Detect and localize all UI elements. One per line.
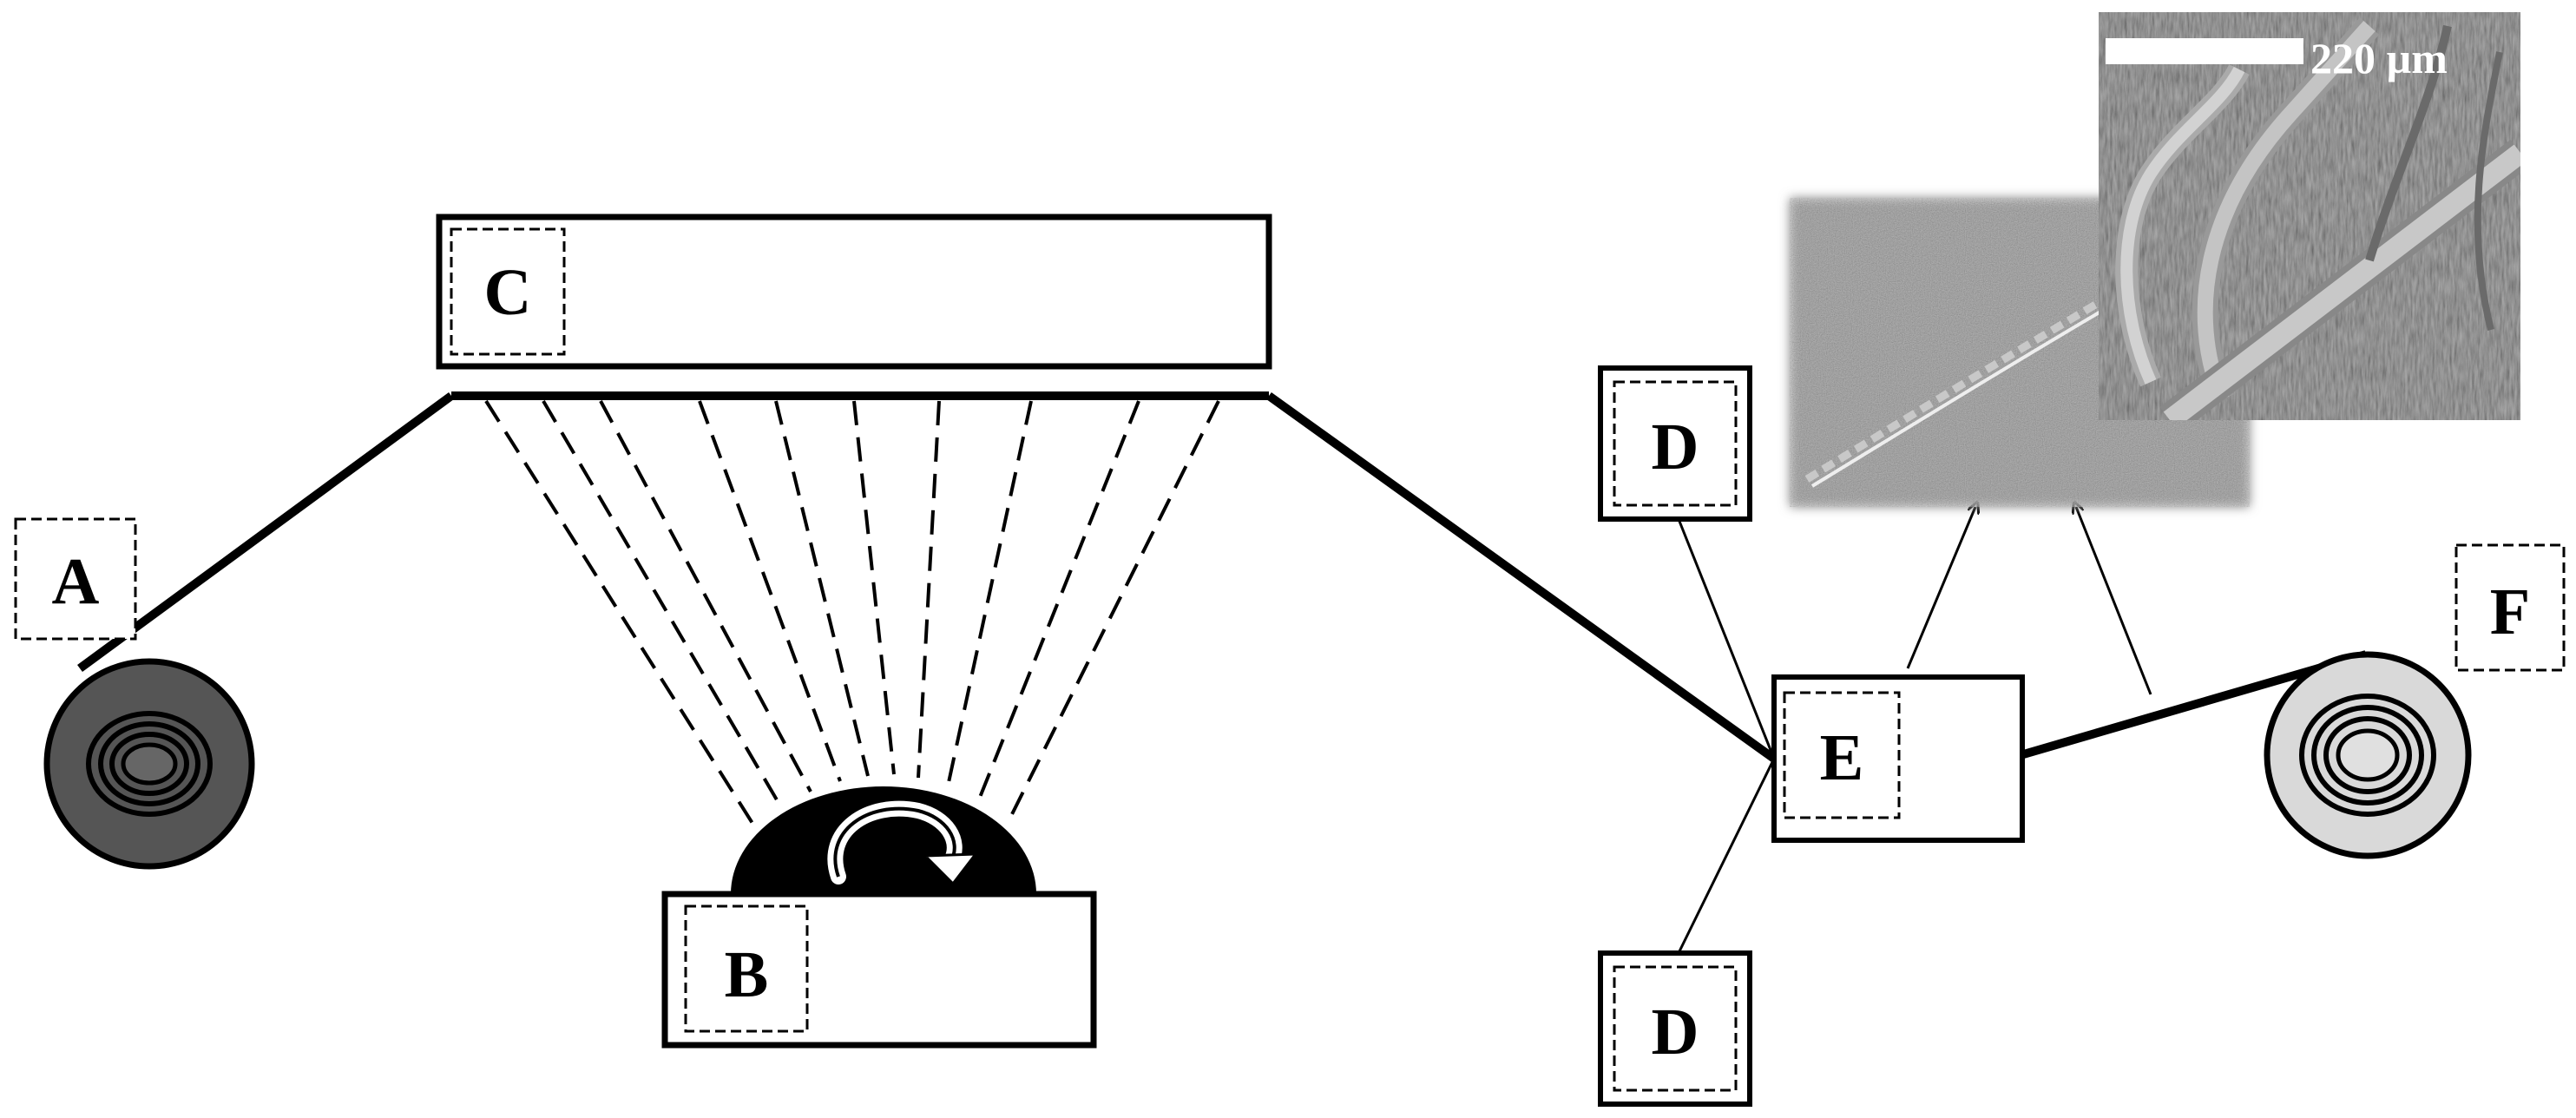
label-d-top: D [1652,411,1699,483]
label-box-d-bottom: D [1598,950,1752,1107]
electrospinning-jets [484,399,1220,826]
leader-lines [1677,518,1776,954]
supply-spool [43,658,255,870]
twisting-unit-e: E [1771,674,2025,843]
label-d-bottom: D [1652,996,1699,1069]
takeup-spool [2264,651,2472,859]
collector-c: C [436,214,1272,370]
sem-micrograph-inset: 220 µm [2099,12,2520,420]
scale-bar-label: 220 µm [2310,34,2448,82]
label-f: F [2490,575,2530,648]
label-a: A [52,545,100,618]
scale-bar: 220 µm [2106,34,2448,82]
curved-arrow-icon [827,800,979,886]
label-box-f: F [2454,543,2566,672]
label-c: C [484,256,532,329]
spinneret-base-b: B [661,891,1097,1049]
label-box-a: A [14,517,137,641]
label-box-d-top: D [1598,365,1752,522]
label-b: B [725,938,769,1011]
inset-arrows [1906,507,2152,695]
label-e: E [1820,721,1864,794]
rotating-spinneret [731,786,1036,894]
